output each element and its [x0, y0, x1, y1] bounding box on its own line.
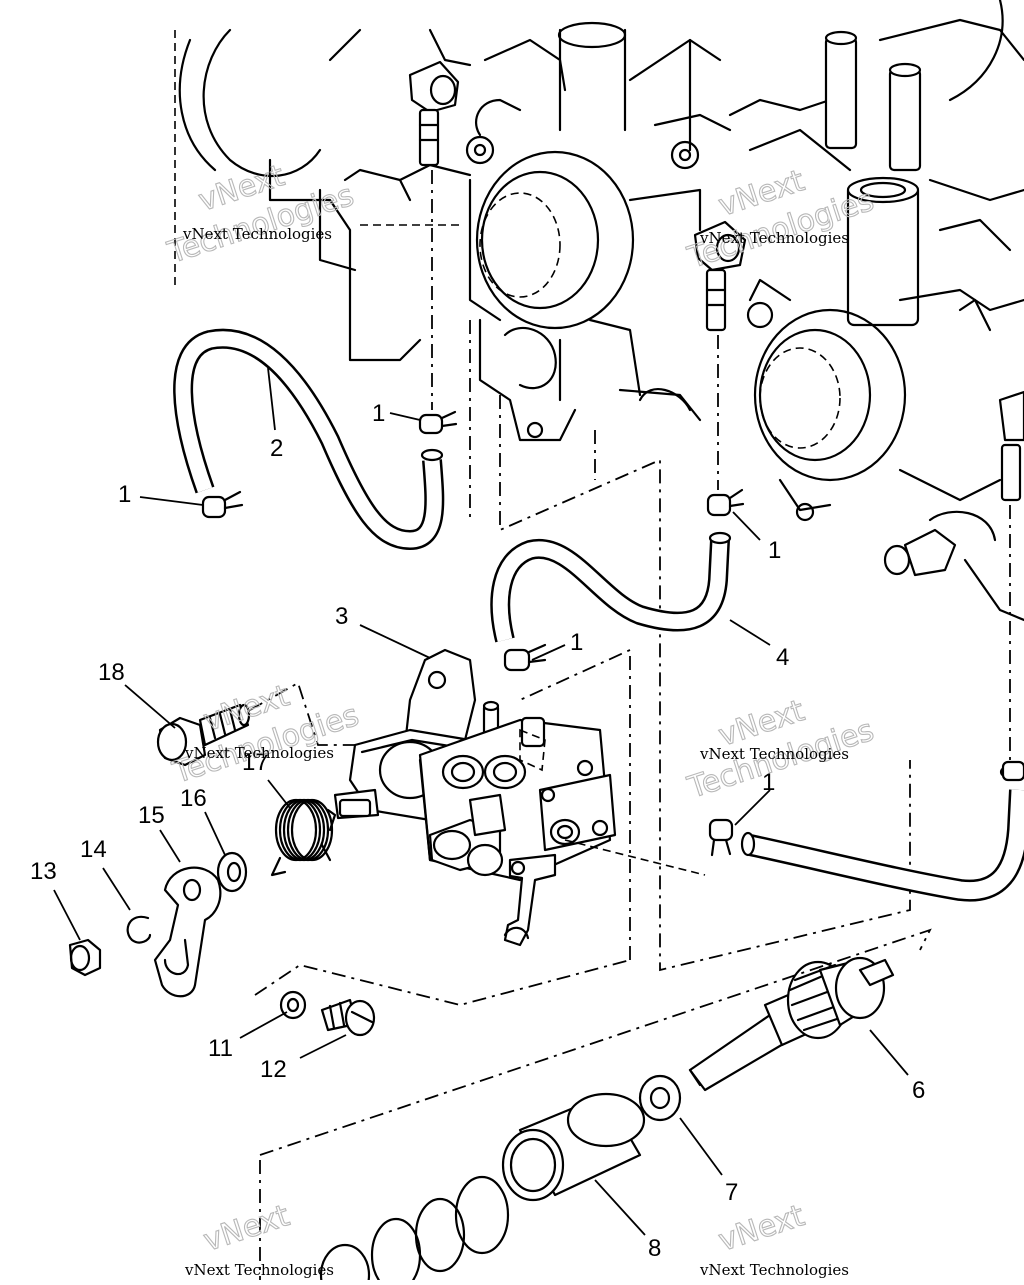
washer-11	[279, 990, 307, 1020]
hose-clamps	[201, 410, 1024, 857]
callout-17: 17	[242, 749, 269, 776]
svg-text:vNext: vNext	[714, 1198, 808, 1258]
callout-2: 2	[270, 435, 283, 462]
callout-6: 6	[912, 1077, 925, 1104]
callout-1a: 1	[372, 400, 385, 427]
screw-12	[320, 998, 376, 1037]
clamp-1c	[706, 488, 745, 517]
washer-16	[216, 851, 248, 893]
fuel-fittings	[408, 60, 1024, 760]
engine-block	[174, 0, 1024, 972]
watermark-5-small: vNext Technologies	[184, 1261, 334, 1279]
callout-1d: 1	[570, 629, 583, 656]
callout-8: 8	[648, 1235, 661, 1262]
hose-2	[173, 328, 445, 551]
hose-4	[490, 531, 732, 643]
clamp-1d	[503, 643, 547, 672]
callout-1e: 1	[762, 769, 775, 796]
callout-7: 7	[725, 1179, 738, 1206]
spring-17	[270, 798, 337, 877]
clip-14	[126, 915, 152, 944]
callout-11: 11	[208, 1035, 233, 1062]
callout-1c: 1	[768, 537, 781, 564]
lever-15	[153, 866, 222, 998]
callout-labels: 1 1 1 1 1 2 3 4 6 7 8 11 12 13 14 15 16 …	[30, 400, 925, 1262]
watermark-5: vNext	[199, 1198, 294, 1260]
leader-lines	[53, 367, 909, 1236]
clamp-1a	[418, 410, 458, 435]
callout-4: 4	[776, 644, 789, 671]
drive-gear-6	[259, 928, 932, 1156]
callout-16: 16	[180, 785, 207, 812]
callout-3: 3	[335, 603, 348, 630]
watermark-3-small: vNext Technologies	[184, 744, 334, 762]
nut-13	[68, 938, 102, 977]
callout-12: 12	[260, 1056, 287, 1083]
watermark-1: vNext Technologies	[163, 158, 359, 272]
callout-14: 14	[80, 836, 107, 863]
clamp-1f	[1001, 760, 1024, 782]
oil-pump	[333, 648, 706, 947]
callout-13: 13	[30, 858, 57, 885]
clamp-1b	[201, 490, 244, 519]
watermark-2-small: vNext Technologies	[699, 229, 849, 247]
svg-text:vNext: vNext	[199, 1198, 293, 1258]
washer-7	[638, 1074, 682, 1122]
watermark-6-small: vNext Technologies	[699, 1261, 849, 1279]
bolt-18	[156, 681, 355, 767]
hose-right	[740, 764, 1024, 902]
callout-1b: 1	[118, 481, 131, 508]
sleeve-8	[501, 1092, 646, 1202]
watermark-4-small: vNext Technologies	[699, 745, 849, 763]
watermark-6: vNext	[714, 1198, 809, 1260]
watermark-1-small: vNext Technologies	[182, 225, 332, 243]
o-rings	[319, 1175, 510, 1285]
callout-18: 18	[98, 659, 125, 686]
callout-15: 15	[138, 802, 165, 829]
guide-line-lower-left	[254, 959, 631, 1006]
clamp-1e	[708, 818, 734, 857]
